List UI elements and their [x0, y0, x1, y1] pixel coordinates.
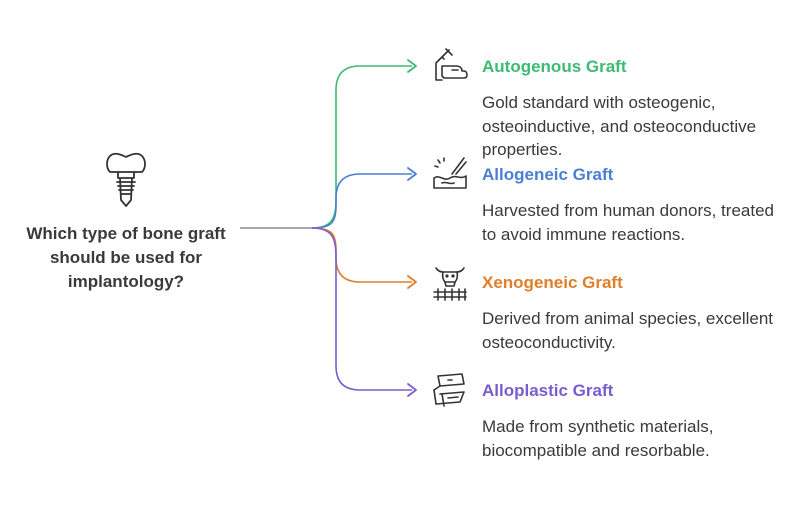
autogenous-graft-title: Autogenous Graft	[482, 57, 627, 76]
dental-implant-icon	[106, 152, 146, 207]
connector-allogeneic	[311, 173, 412, 229]
connector-alloplastic	[311, 227, 412, 391]
hand-syringe-icon	[435, 48, 468, 81]
alloplastic-graft-title: Alloplastic Graft	[482, 381, 614, 400]
xenogeneic-graft-title: Xenogeneic Graft	[482, 273, 623, 292]
alloplastic-graft-description: Made from synthetic materials, biocompat…	[482, 417, 714, 460]
tissue-harvest-icon	[433, 157, 467, 189]
allogeneic-graft-title: Allogeneic Graft	[482, 165, 614, 184]
synthetic-material-icon	[433, 373, 465, 407]
xenogeneic-graft-description: Derived from animal species, excellent o…	[482, 309, 774, 352]
autogenous-graft-description: Gold standard with osteogenic, osteoindu…	[482, 93, 757, 159]
connector-autogenous	[311, 65, 412, 229]
connector-xenogeneic	[311, 227, 412, 283]
cow-fence-icon	[433, 267, 467, 301]
arrowhead-xenogeneic	[407, 275, 417, 289]
central-question: Which type of bone graft should be used …	[26, 224, 226, 291]
arrowhead-autogenous	[407, 59, 417, 73]
arrowhead-allogeneic	[407, 167, 417, 181]
allogeneic-graft-description: Harvested from human donors, treated to …	[482, 201, 774, 244]
arrowhead-alloplastic	[407, 383, 417, 397]
